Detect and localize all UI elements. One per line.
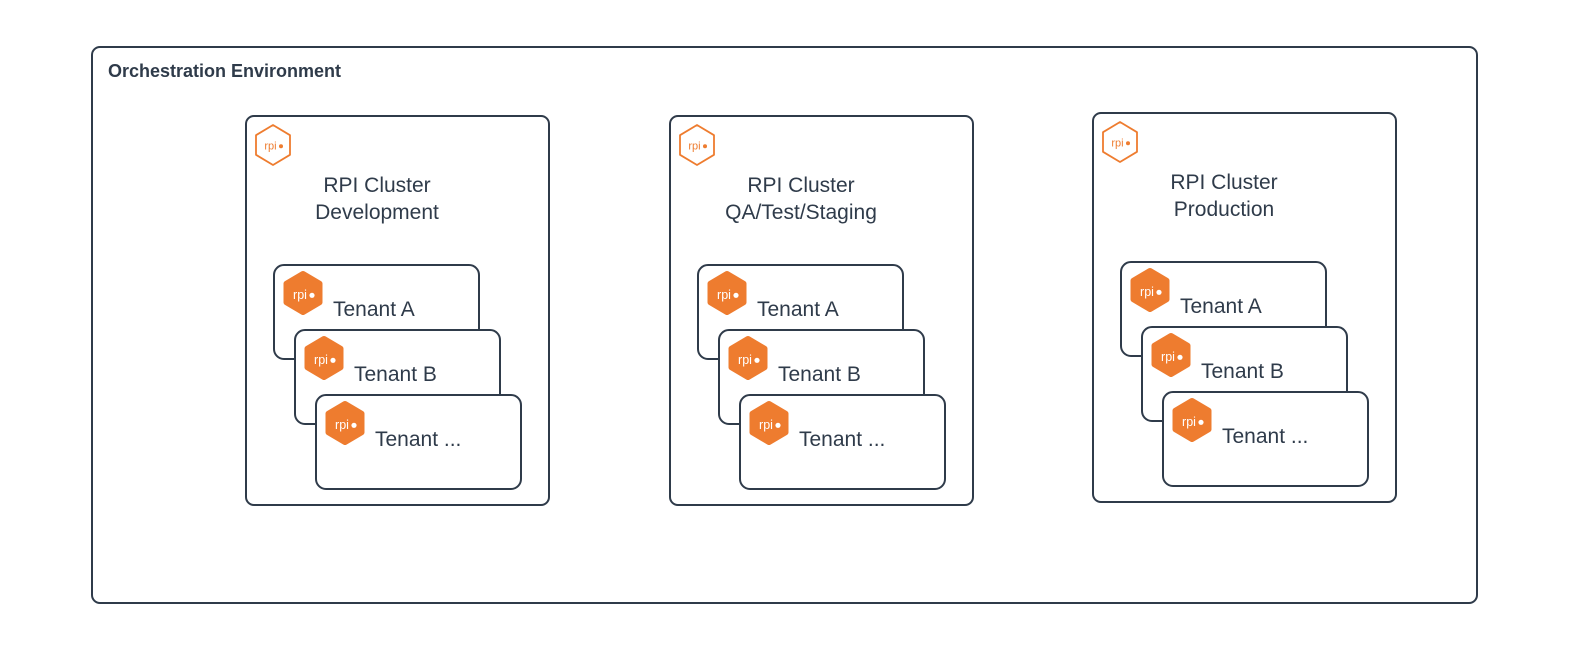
rpi-icon-dot (1156, 289, 1162, 295)
rpi-icon-dot (1198, 419, 1204, 425)
cluster-qa-test-staging: rpi RPI Cluster QA/Test/Staging rpi Tena… (669, 115, 974, 506)
hexagon-shape (283, 271, 323, 315)
rpi-icon-dot (703, 144, 707, 149)
rpi-hexagon-icon: rpi (1172, 398, 1212, 442)
tenant-more-box: rpi Tenant ... (1162, 391, 1369, 487)
diagram-title: Orchestration Environment (108, 61, 342, 81)
rpi-icon-label: rpi (1161, 350, 1175, 364)
hexagon-shape (325, 401, 365, 445)
cluster-production: rpi RPI Cluster Production rpi Tenant A … (1092, 112, 1397, 503)
rpi-icon-label: rpi (688, 141, 700, 153)
rpi-hexagon-outline-icon: rpi (679, 124, 715, 166)
hexagon-shape (1130, 268, 1170, 312)
hexagon-outline-shape (679, 124, 715, 166)
tenant-label: Tenant ... (375, 428, 462, 451)
rpi-icon-label: rpi (314, 353, 328, 367)
rpi-hexagon-icon: rpi (1151, 333, 1191, 377)
rpi-hexagon-icon: rpi (707, 271, 747, 315)
hexagon-outline-shape (1102, 121, 1138, 163)
rpi-hexagon-icon: rpi (728, 336, 768, 380)
tenant-label: Tenant A (1180, 295, 1262, 318)
rpi-icon-dot (309, 292, 315, 298)
cluster-title: RPI Cluster QA/Test/Staging (698, 172, 904, 226)
rpi-icon-label: rpi (293, 288, 307, 302)
rpi-icon-dot (351, 422, 357, 428)
hexagon-shape (1151, 333, 1191, 377)
rpi-icon-label: rpi (335, 418, 349, 432)
cluster-title: RPI Cluster Development (274, 172, 480, 226)
rpi-icon-label: rpi (1111, 138, 1123, 150)
tenant-label: Tenant A (333, 298, 415, 321)
rpi-icon-label: rpi (264, 141, 276, 153)
cluster-title-line1: RPI Cluster (323, 174, 431, 197)
cluster-title-line2: Production (1173, 198, 1275, 221)
tenant-label: Tenant ... (1222, 425, 1309, 448)
hexagon-shape (728, 336, 768, 380)
rpi-icon-dot (1126, 141, 1130, 146)
rpi-hexagon-icon: rpi (325, 401, 365, 445)
tenant-more-box: rpi Tenant ... (739, 394, 946, 490)
rpi-hexagon-outline-icon: rpi (1102, 121, 1138, 163)
rpi-icon-dot (330, 357, 336, 363)
cluster-title-line2: QA/Test/Staging (725, 201, 877, 224)
tenant-more-box: rpi Tenant ... (315, 394, 522, 490)
hexagon-shape (749, 401, 789, 445)
tenant-label: Tenant ... (799, 428, 886, 451)
rpi-hexagon-icon: rpi (283, 271, 323, 315)
rpi-icon-label: rpi (759, 418, 773, 432)
rpi-hexagon-icon: rpi (1130, 268, 1170, 312)
rpi-icon-label: rpi (1140, 285, 1154, 299)
rpi-icon-label: rpi (717, 288, 731, 302)
rpi-hexagon-icon: rpi (304, 336, 344, 380)
tenant-label: Tenant B (1201, 360, 1284, 383)
rpi-icon-dot (1177, 354, 1183, 360)
hexagon-shape (707, 271, 747, 315)
hexagon-shape (304, 336, 344, 380)
rpi-hexagon-outline-icon: rpi (255, 124, 291, 166)
tenant-label: Tenant A (757, 298, 839, 321)
cluster-development: rpi RPI Cluster Development rpi Tenant A… (245, 115, 550, 506)
cluster-title: RPI Cluster Production (1121, 169, 1327, 223)
cluster-title-line2: Development (315, 201, 439, 224)
hexagon-shape (1172, 398, 1212, 442)
hexagon-outline-shape (255, 124, 291, 166)
rpi-icon-label: rpi (1182, 415, 1196, 429)
tenant-label: Tenant B (778, 363, 861, 386)
rpi-icon-dot (733, 292, 739, 298)
rpi-icon-dot (754, 357, 760, 363)
rpi-icon-dot (775, 422, 781, 428)
rpi-hexagon-icon: rpi (749, 401, 789, 445)
rpi-icon-label: rpi (738, 353, 752, 367)
tenant-label: Tenant B (354, 363, 437, 386)
rpi-icon-dot (279, 144, 283, 149)
cluster-title-line1: RPI Cluster (1170, 171, 1278, 194)
cluster-title-line1: RPI Cluster (747, 174, 855, 197)
